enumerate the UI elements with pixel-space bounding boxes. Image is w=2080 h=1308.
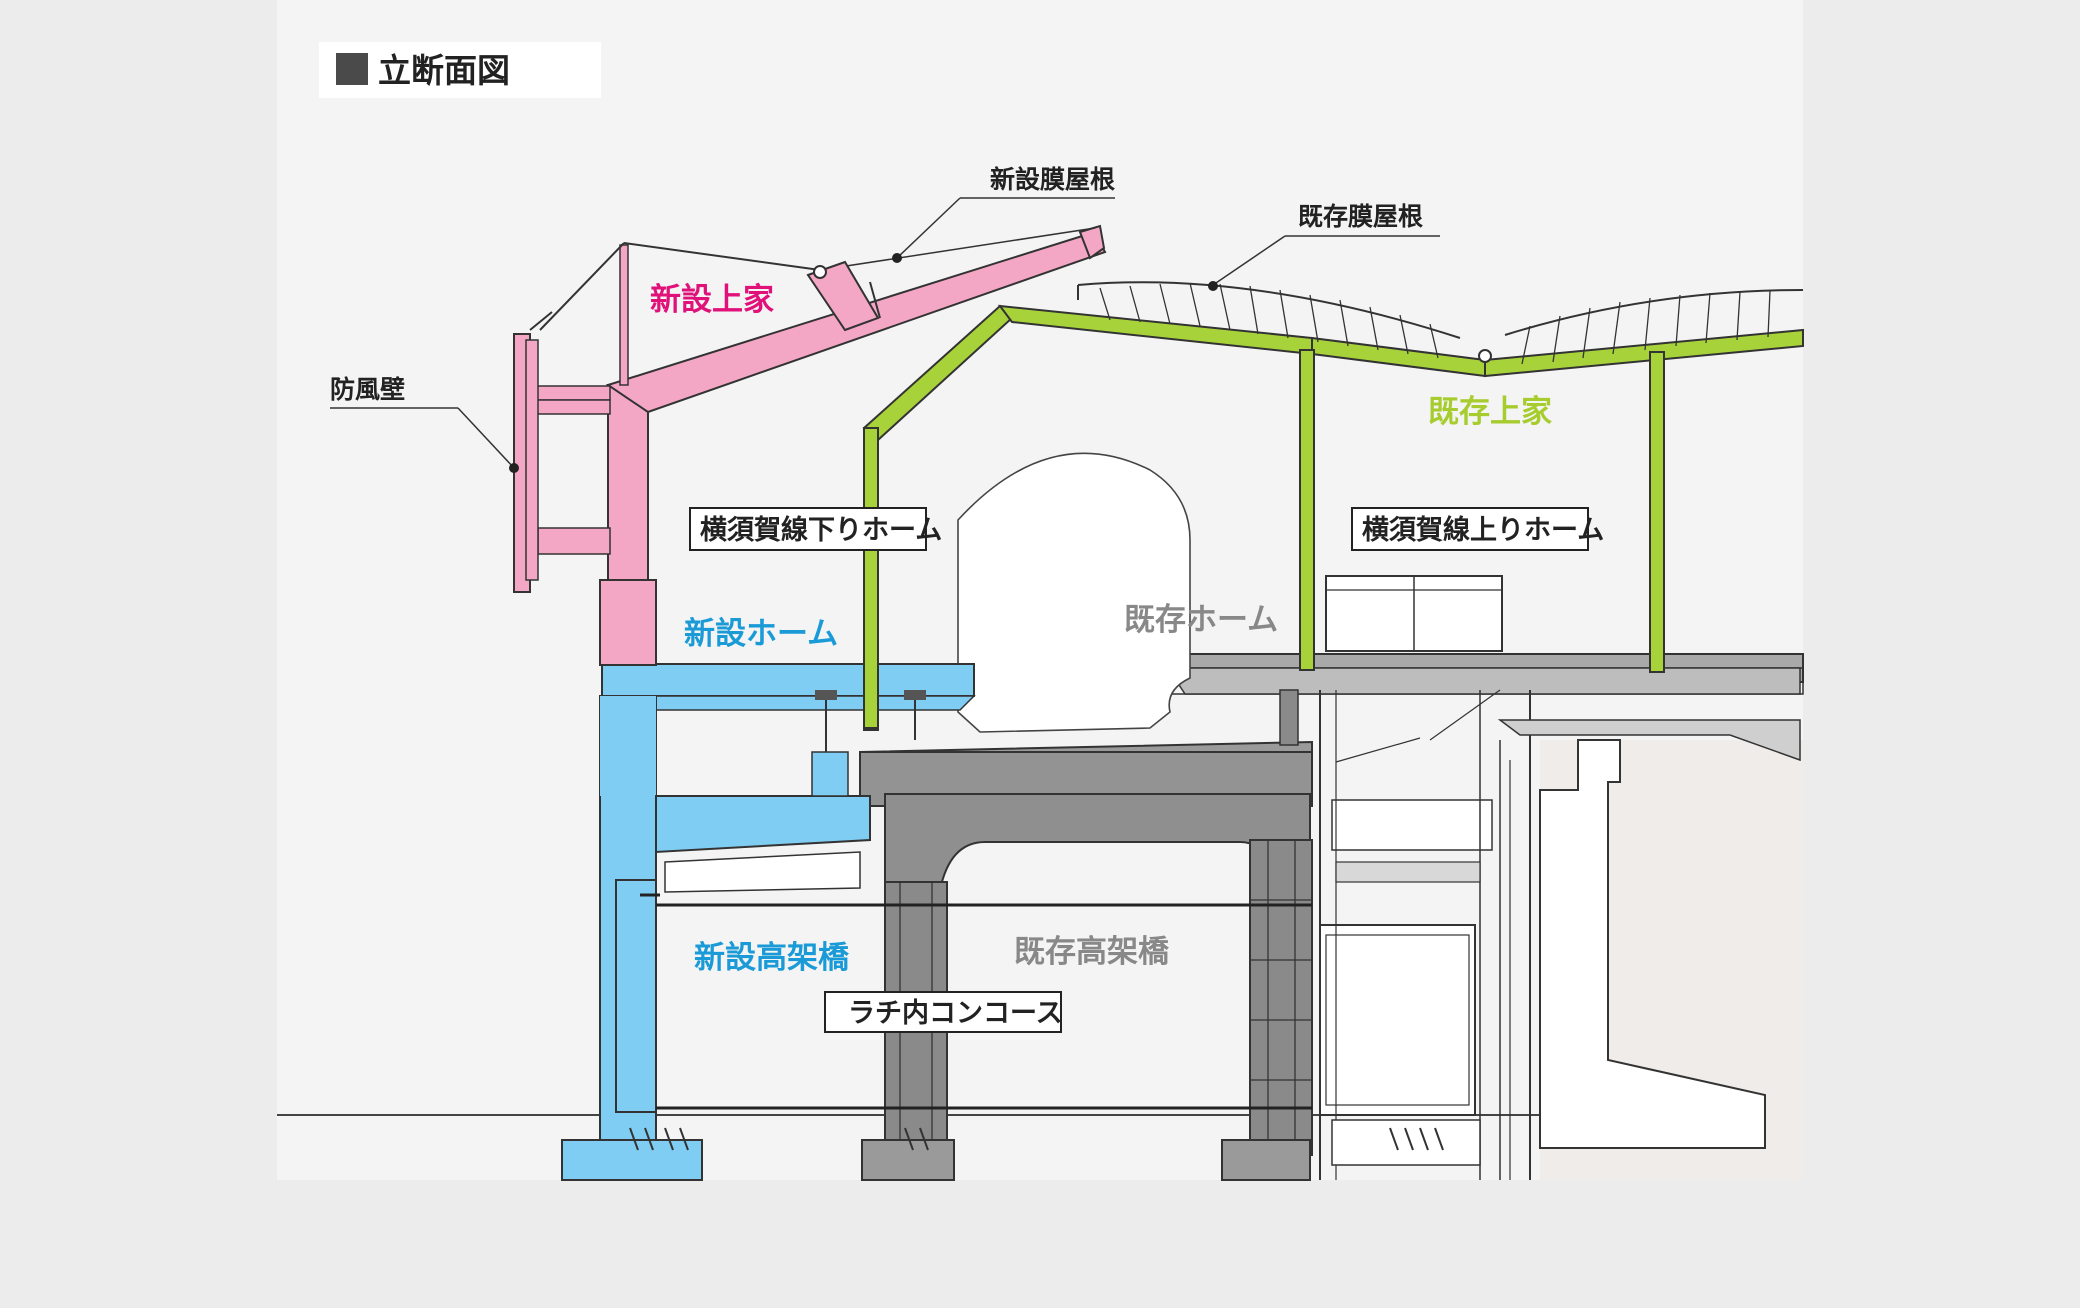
svg-text:防風壁: 防風壁	[330, 375, 405, 404]
callout-new-membrane-roof: 新設膜屋根	[892, 165, 1115, 263]
svg-text:既存膜屋根: 既存膜屋根	[1298, 202, 1423, 231]
zone-label-new-viaduct: 新設高架橋	[694, 940, 850, 976]
new-roof-structure	[513, 224, 1107, 666]
label-down-platform: 横須賀線下りホーム	[689, 507, 942, 551]
svg-text:ラチ内コンコース: ラチ内コンコース	[848, 998, 1063, 1029]
page-title: 立断面図	[378, 51, 510, 90]
zone-label-existing-viaduct: 既存高架橋	[1014, 934, 1170, 970]
svg-text:横須賀線下りホーム: 横須賀線下りホーム	[700, 514, 942, 546]
zone-label-new-roof: 新設上家	[650, 282, 774, 318]
label-concourse: ラチ内コンコース	[824, 991, 1063, 1033]
zone-label-existing-platform: 既存ホーム	[1124, 602, 1278, 638]
existing-roof-structure	[862, 281, 1804, 731]
callout-existing-membrane-roof: 既存膜屋根	[1208, 202, 1440, 291]
title-square-icon	[336, 53, 368, 85]
existing-viaduct-structure	[859, 452, 1804, 1181]
svg-text:横須賀線上りホーム: 横須賀線上りホーム	[1362, 514, 1604, 546]
zone-label-new-platform: 新設ホーム	[684, 616, 838, 652]
callout-windbreak-wall: 防風壁	[330, 375, 519, 473]
title-block: 立断面図	[319, 42, 601, 98]
up-platform-frame	[1325, 575, 1503, 763]
new-viaduct-structure	[561, 663, 976, 1181]
bottom-band	[277, 1180, 1803, 1308]
zone-label-existing-roof: 既存上家	[1428, 394, 1552, 430]
svg-text:新設膜屋根: 新設膜屋根	[990, 165, 1115, 194]
label-up-platform: 横須賀線上りホーム	[1351, 507, 1604, 551]
